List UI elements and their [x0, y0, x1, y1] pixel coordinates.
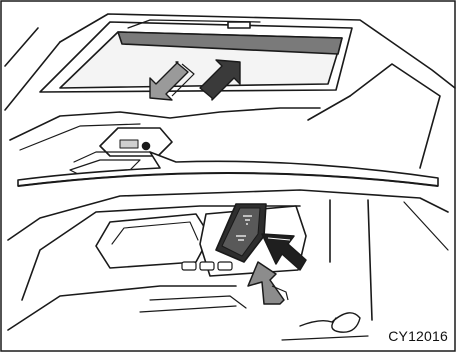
small-button — [218, 262, 232, 270]
console-lower-trim — [140, 306, 236, 312]
ceiling-scene — [5, 14, 455, 174]
right-contour-2 — [368, 200, 372, 320]
map-light-lens — [96, 214, 210, 268]
small-button — [182, 262, 196, 270]
console-button — [120, 140, 138, 148]
figure-code-label: CY12016 — [388, 328, 448, 344]
small-button — [200, 262, 214, 270]
sunroof-latch — [228, 22, 250, 28]
a-pillar-line — [5, 28, 38, 66]
b-pillar — [350, 64, 440, 168]
a-pillar-line-inner — [5, 42, 60, 110]
headliner-loop — [300, 313, 360, 332]
headliner-trim — [282, 336, 368, 340]
switch-locator-dot — [143, 143, 150, 150]
console-detail — [8, 190, 448, 340]
